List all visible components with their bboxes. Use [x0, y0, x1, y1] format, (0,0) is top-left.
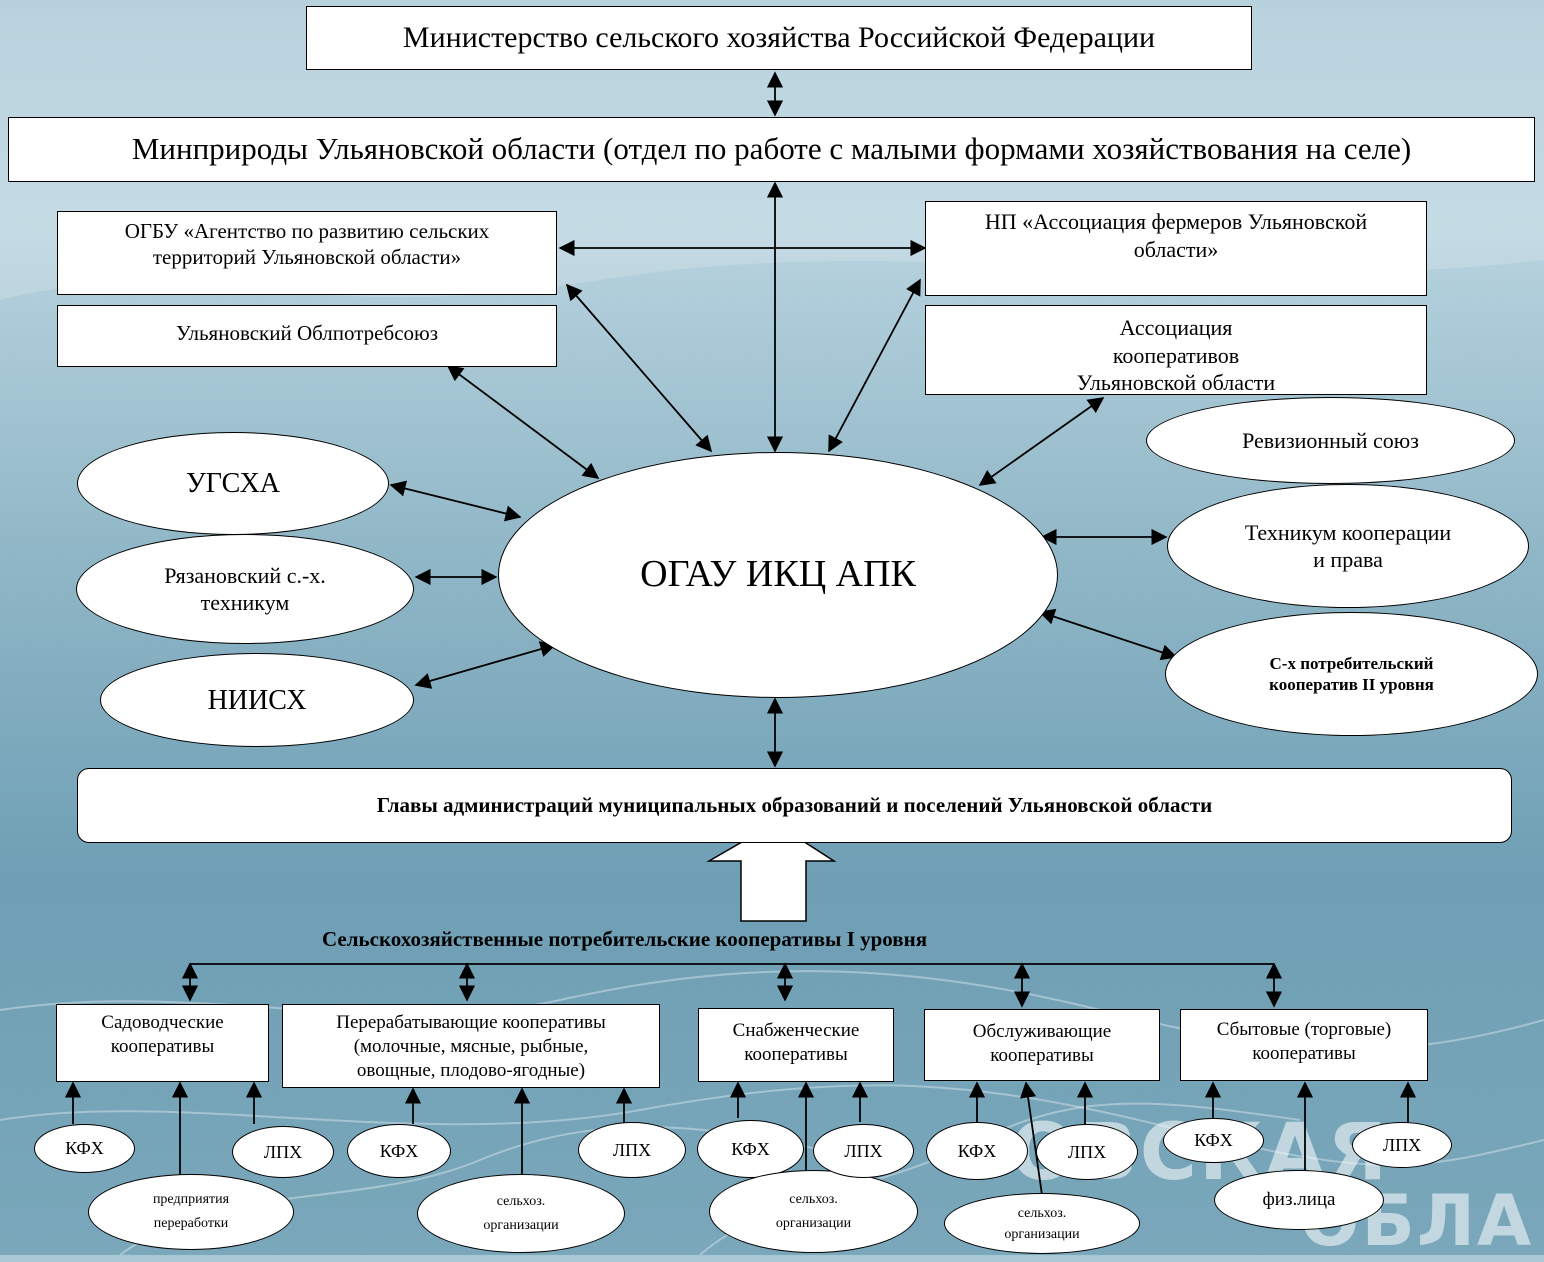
kfh-ellipse: КФХ: [926, 1122, 1028, 1180]
ministry-box: Министерство сельского хозяйства Российс…: [306, 6, 1252, 70]
agri-orgs-ellipse: сельхоз. организации: [944, 1193, 1140, 1254]
farmers-assoc-box: НП «Ассоциация фермеров Ульяновской обла…: [925, 201, 1427, 296]
service-coops-box: Обслуживающие кооперативы: [924, 1009, 1160, 1081]
niisx-ellipse: НИИСХ: [100, 653, 414, 747]
processing-enterprises-ellipse: предприятия переработки: [88, 1174, 294, 1250]
ryazanovsky-ellipse: Рязановский с.-х. техникум: [76, 534, 414, 644]
lph-ellipse: ЛПХ: [578, 1122, 686, 1178]
lph-ellipse: ЛПХ: [1352, 1122, 1452, 1168]
lph-ellipse: ЛПХ: [232, 1126, 334, 1178]
tech-coop-law-ellipse: Техникум кооперации и права: [1167, 484, 1529, 608]
sales-coops-box: Сбытовые (торговые) кооперативы: [1180, 1009, 1428, 1081]
coop-assoc-box: Ассоциация кооперативов Ульяновской обла…: [925, 305, 1427, 395]
processing-coops-box: Перерабатывающие кооперативы (молочные, …: [282, 1004, 660, 1088]
lph-ellipse: ЛПХ: [813, 1124, 914, 1178]
kfh-ellipse: КФХ: [347, 1124, 451, 1178]
lph-ellipse: ЛПХ: [1036, 1124, 1138, 1180]
coop-level2-ellipse: С-х потребительский кооператив II уровня: [1165, 612, 1538, 736]
kfh-ellipse: КФХ: [34, 1124, 135, 1173]
supply-coops-box: Снабженческие кооперативы: [698, 1008, 894, 1082]
kfh-ellipse: КФХ: [697, 1120, 804, 1178]
kfh-ellipse: КФХ: [1163, 1118, 1264, 1163]
ugsxa-ellipse: УГСХА: [77, 432, 389, 535]
individuals-ellipse: физ.лица: [1214, 1170, 1384, 1230]
center-ellipse-ogau-ikc-apk: ОГАУ ИКЦ АПК: [498, 452, 1058, 698]
level1-title: Сельскохозяйственные потребительские коо…: [322, 927, 928, 951]
minprirody-box: Минприроды Ульяновской области (отдел по…: [8, 117, 1535, 182]
oblpotrebsoyuz-box: Ульяновский Облпотребсоюз: [57, 305, 557, 367]
garden-coops-box: Садоводческие кооперативы: [56, 1004, 269, 1082]
revision-union-ellipse: Ревизионный союз: [1146, 397, 1515, 484]
agri-orgs-ellipse: сельхоз. организации: [709, 1170, 918, 1253]
agri-orgs-ellipse: сельхоз. организации: [417, 1174, 625, 1253]
municipal-heads-box: Главы администраций муниципальных образо…: [77, 768, 1512, 843]
agency-box: ОГБУ «Агентство по развитию сельских тер…: [57, 211, 557, 295]
